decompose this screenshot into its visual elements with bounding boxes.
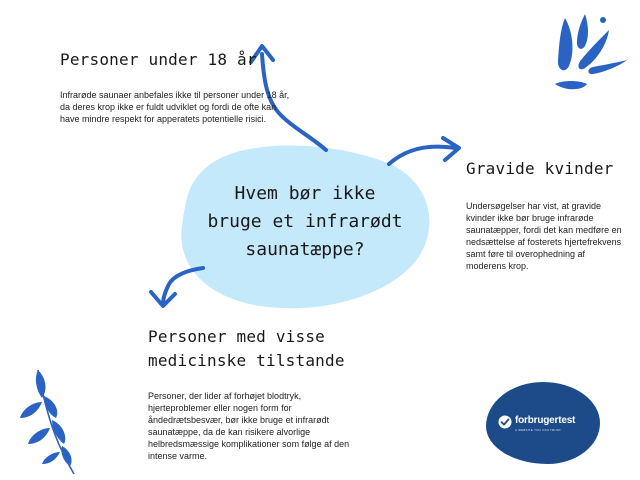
curved-arrow-icon (249, 44, 328, 152)
center-blob (181, 145, 430, 309)
curved-arrow-icon (149, 266, 205, 308)
logo-mark-icon (498, 415, 512, 429)
text-medical-conditions: Personer, der lider af forhøjet blodtryk… (148, 391, 350, 461)
forbrugertest-logo: forbrugertest A WEBSITE YOU CAN TRUST (486, 382, 600, 464)
text-under-18: Infrarøde saunaer anbefales ikke til per… (60, 90, 290, 124)
heading-pregnant-women: Gravide kvinder (466, 159, 614, 178)
heading-under-18: Personer under 18 år (60, 50, 257, 69)
curved-arrow-icon (387, 136, 461, 166)
logo-name: forbrugertest (515, 415, 576, 426)
leaf-branch-icon (20, 369, 75, 475)
center-question: Hvem bør ikke bruge et infrarødt saunatæ… (207, 183, 403, 260)
water-splash-icon (555, 14, 627, 90)
heading-medical-conditions: Personer med visse medicinske tilstande (148, 327, 345, 370)
logo-tagline: A WEBSITE YOU CAN TRUST (515, 428, 561, 432)
text-pregnant-women: Undersøgelser har vist, at gravide kvind… (466, 201, 622, 271)
